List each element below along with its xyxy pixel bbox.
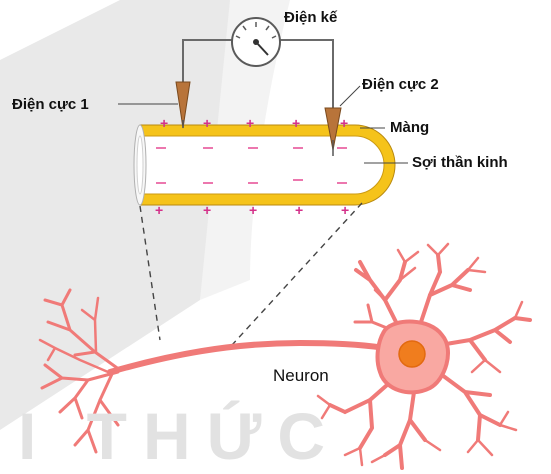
galvanometer-icon [232,18,280,66]
label-electrode-1: Điện cực 1 [12,96,89,113]
neuron-nucleus [399,341,425,367]
label-galvanometer: Điện kế [284,9,337,26]
svg-text:+: + [341,202,349,218]
svg-text:+: + [340,115,348,131]
nerve-fiber [134,125,395,205]
label-neuron: Neuron [273,366,329,386]
svg-text:+: + [155,202,163,218]
label-electrode-2: Điện cực 2 [362,76,439,93]
wire-right [280,40,333,108]
svg-text:+: + [292,115,300,131]
axon [110,343,385,372]
svg-text:+: + [160,115,168,131]
svg-text:+: + [203,115,211,131]
label-membrane: Màng [390,119,429,136]
svg-text:+: + [249,202,257,218]
label-nerve-fiber: Sợi thần kinh [412,154,508,171]
svg-text:+: + [203,202,211,218]
svg-text:+: + [246,115,254,131]
svg-text:+: + [295,202,303,218]
watermark: I THỨC [18,398,341,474]
fiber-interior [140,136,384,194]
